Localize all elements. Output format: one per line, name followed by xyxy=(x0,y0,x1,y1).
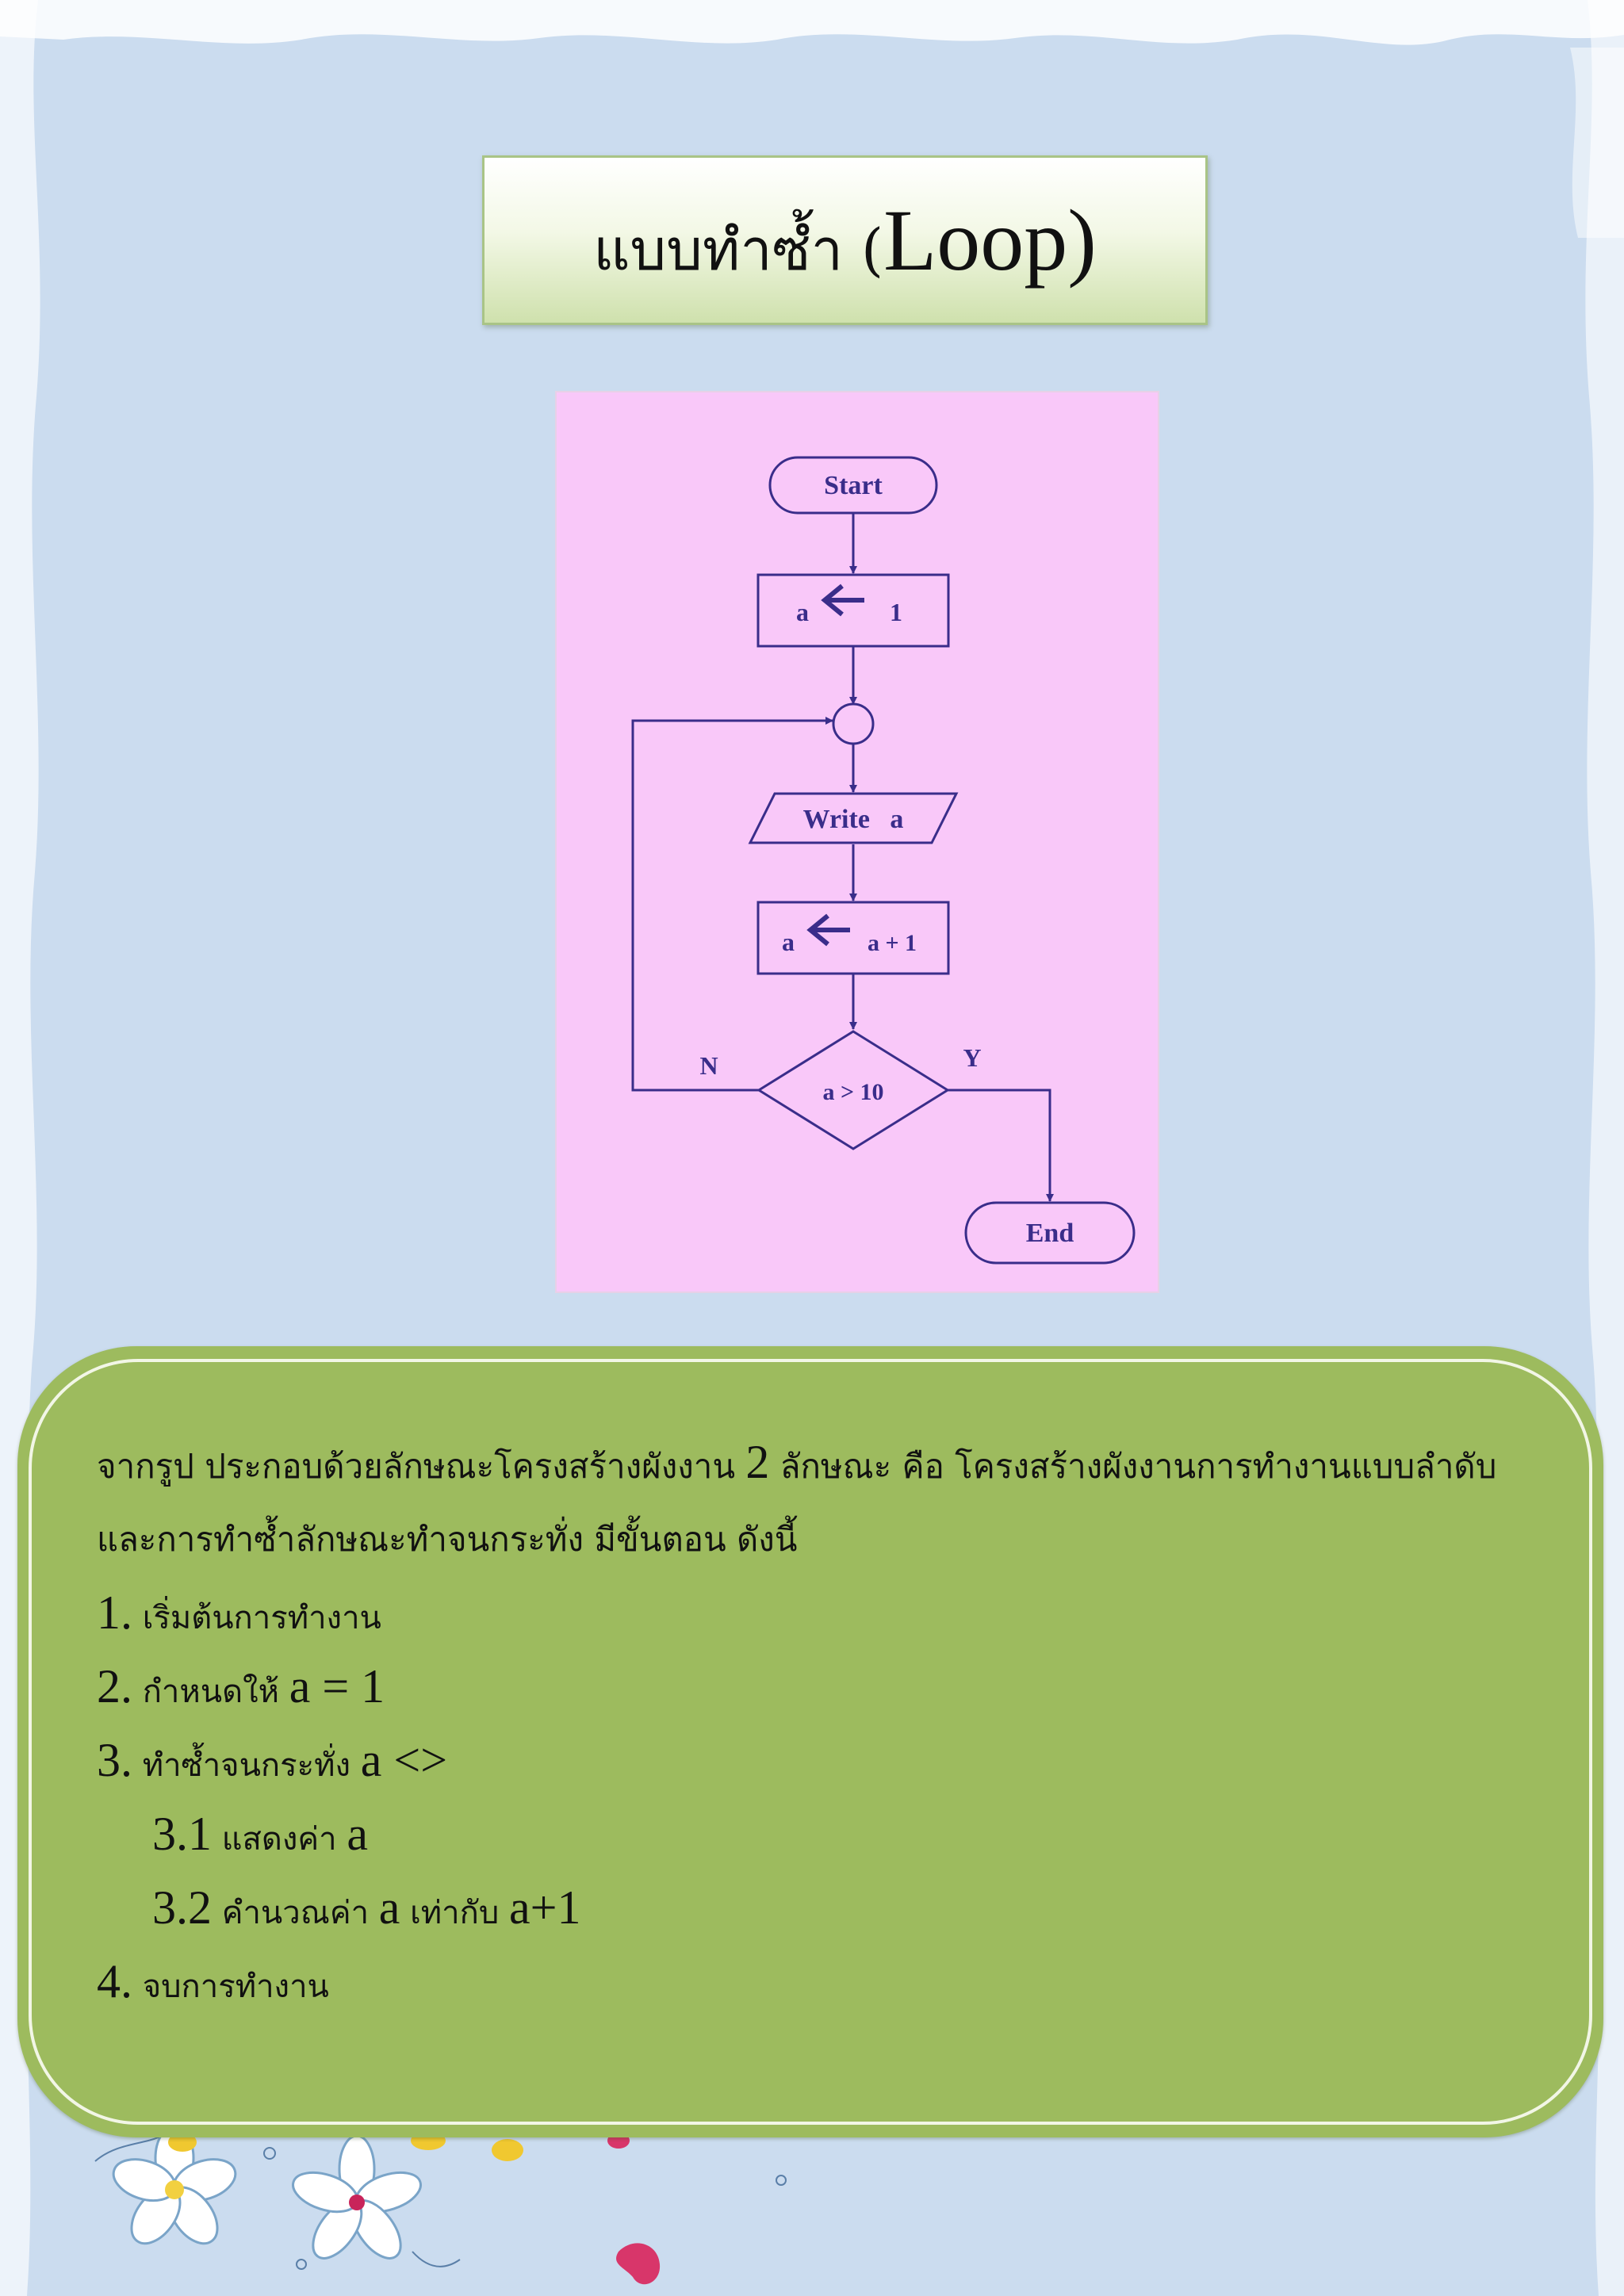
step-number: 3.1 xyxy=(152,1808,212,1860)
step-expression: a+1 xyxy=(508,1881,581,1934)
page-title: แบบทำซ้ำ (Loop) xyxy=(593,197,1097,284)
flower-decoration xyxy=(94,2125,787,2285)
start-terminator xyxy=(768,456,938,515)
left-arrow-icon xyxy=(821,584,864,617)
step-text: แสดงค่า xyxy=(212,1821,347,1858)
step-text: จบการทำงาน xyxy=(132,1969,329,2005)
step-number: 4. xyxy=(97,1955,132,2007)
increment-process-box xyxy=(756,901,950,975)
left-arrow-icon xyxy=(806,913,850,947)
decision-diamond xyxy=(756,1030,950,1150)
step-expression: a xyxy=(378,1881,400,1934)
step-text: เริ่มต้นการทำงาน xyxy=(132,1600,381,1636)
flowchart-diagram: Start a 1 Write a a a + 1 a > 10 N Y xyxy=(555,391,1159,1293)
step-number: 1. xyxy=(97,1586,132,1639)
assign-variable: a xyxy=(796,598,809,626)
title-latin-text: Loop) xyxy=(883,192,1097,289)
description-panel: จากรูป ประกอบด้วยลักษณะโครงสร้างผังงาน 2… xyxy=(17,1346,1603,2137)
step-text: เท่ากับ xyxy=(400,1895,509,1931)
step-item: 3. ทำซ้ำจนกระทั่ง a <> xyxy=(97,1724,1524,1797)
step-expression: a xyxy=(347,1808,368,1860)
step-expression: a = 1 xyxy=(289,1660,385,1712)
yes-branch-label: Y xyxy=(963,1043,981,1072)
step-item: 1. เริ่มต้นการทำงาน xyxy=(97,1576,1524,1650)
no-branch-label: N xyxy=(699,1051,718,1080)
description-panel-border xyxy=(29,1359,1592,2125)
intro-text-part1: จากรูป ประกอบด้วยลักษณะโครงสร้างผังงาน xyxy=(97,1447,746,1486)
flowchart: Start a 1 Write a a a + 1 a > 10 N Y xyxy=(555,391,1159,1293)
end-terminator xyxy=(964,1201,1136,1265)
assign-process-box xyxy=(756,573,950,648)
increment-variable: a xyxy=(782,928,795,956)
loop-connector-circle xyxy=(832,702,875,745)
title-box: แบบทำซ้ำ (Loop) xyxy=(482,155,1208,325)
step-number: 2. xyxy=(97,1660,132,1712)
assign-value: 1 xyxy=(890,598,902,626)
step-text: คำนวณค่า xyxy=(212,1895,379,1931)
increment-expression: a + 1 xyxy=(868,930,917,956)
step-number: 3. xyxy=(97,1734,132,1786)
step-expression: a <> xyxy=(360,1734,448,1786)
intro-text-part2: ลักษณะ คือ โครงสร้างผังงานการทำงานแบบลำด… xyxy=(97,1447,1497,1559)
steps-list: 1. เริ่มต้นการทำงาน 2. กำหนดให้ a = 1 3.… xyxy=(97,1576,1524,2019)
title-thai-text: แบบทำซ้ำ ( xyxy=(593,216,884,283)
write-label: Write a xyxy=(803,805,904,834)
step-text: ทำซ้ำจนกระทั่ง xyxy=(132,1747,361,1784)
description-text: จากรูป ประกอบด้วยลักษณะโครงสร้างผังงาน 2… xyxy=(97,1425,1524,2019)
write-io-parallelogram xyxy=(748,792,959,844)
decision-label: a > 10 xyxy=(822,1079,883,1105)
end-label: End xyxy=(1026,1219,1074,1248)
sub-step-item: 3.1 แสดงค่า a xyxy=(97,1797,1524,1871)
step-number: 3.2 xyxy=(152,1881,212,1934)
sub-step-item: 3.2 คำนวณค่า a เท่ากับ a+1 xyxy=(97,1871,1524,1945)
intro-paragraph: จากรูป ประกอบด้วยลักษณะโครงสร้างผังงาน 2… xyxy=(97,1425,1524,1576)
flowchart-connectors xyxy=(631,513,1054,1202)
step-text: กำหนดให้ xyxy=(132,1674,289,1710)
step-item: 2. กำหนดให้ a = 1 xyxy=(97,1650,1524,1724)
start-label: Start xyxy=(824,471,883,500)
step-item: 4. จบการทำงาน xyxy=(97,1945,1524,2019)
intro-count: 2 xyxy=(745,1436,770,1488)
